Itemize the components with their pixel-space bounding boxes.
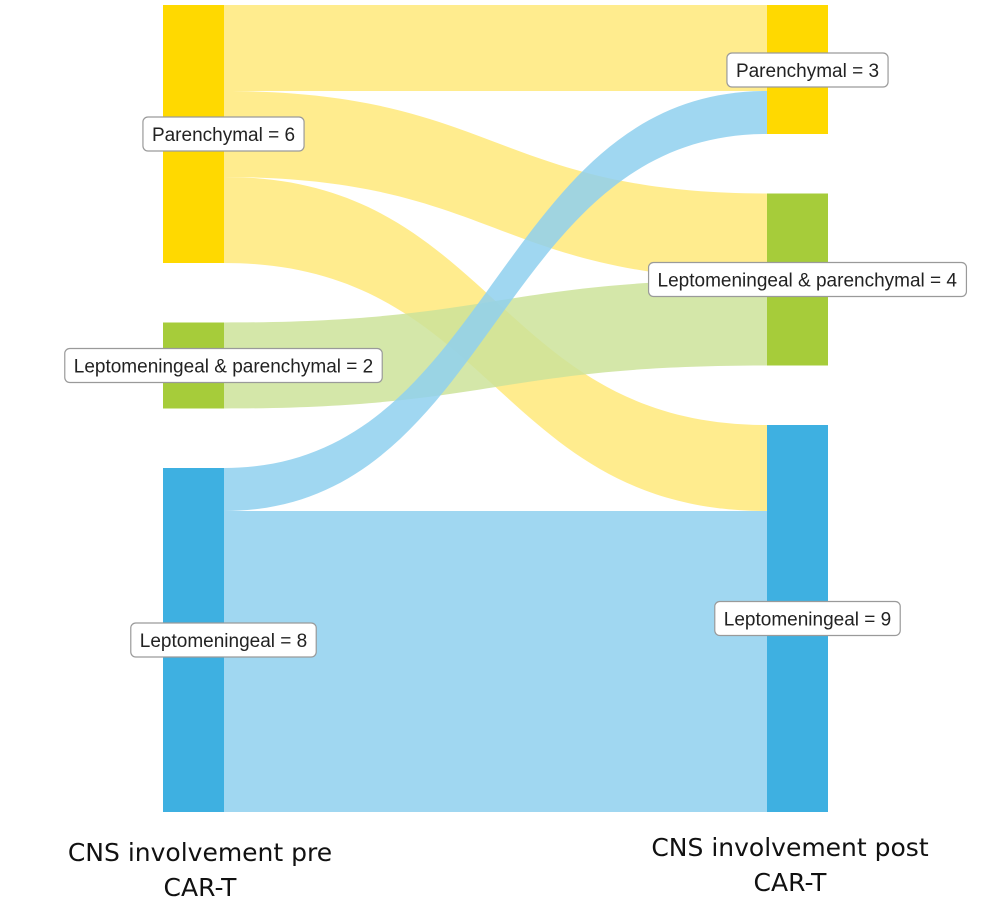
node-label-box-pre_par (142, 116, 305, 152)
node-label-box-pre_lep (130, 622, 317, 658)
stage-caption-pre-line1: CNS involvement pre (67, 838, 333, 867)
stage-caption-post: CNS involvement post CAR-T (610, 830, 970, 900)
node-label-text-post_lep: Leptomeningeal = 9 (724, 610, 891, 631)
node-label-box-post_lep (714, 600, 901, 637)
node-label-text-pre_lep: Leptomeningeal = 8 (140, 631, 307, 652)
node-label-pre_par: Parenchymal = 6 (142, 116, 305, 152)
flow-link-pre_lep-to-post_lep (224, 511, 767, 812)
node-label-text-post_lp: Leptomeningeal & parenchymal = 4 (658, 271, 958, 292)
node-label-text-pre_lp: Leptomeningeal & parenchymal = 2 (74, 357, 373, 378)
stage-caption-post-line1: CNS involvement post (651, 833, 929, 862)
flow-link-pre_par-to-post_lp (224, 91, 767, 280)
stage-caption-pre-line2: CAR-T (163, 873, 237, 902)
node-label-box-post_lp (647, 261, 968, 298)
labels-layer: Parenchymal = 6 Leptomeningeal & parenchy… (64, 52, 968, 658)
node-label-text-post_par: Parenchymal = 3 (736, 61, 879, 82)
flow-link-pre_lep-to-post_par (224, 91, 767, 511)
links-layer (224, 5, 767, 812)
node-label-pre_lp: Leptomeningeal & parenchymal = 2 (64, 347, 383, 384)
node-label-box-post_par (726, 52, 889, 88)
node-label-post_lep: Leptomeningeal = 9 (714, 600, 901, 637)
node-label-post_lp: Leptomeningeal & parenchymal = 4 (647, 261, 968, 298)
node-label-post_par: Parenchymal = 3 (726, 52, 889, 88)
node-label-text-pre_par: Parenchymal = 6 (152, 125, 295, 146)
stage-caption-post-line2: CAR-T (753, 868, 827, 897)
node-label-pre_lep: Leptomeningeal = 8 (130, 622, 317, 658)
node-label-box-pre_lp (64, 347, 383, 384)
stage-caption-pre: CNS involvement pre CAR-T (20, 835, 380, 905)
flow-link-pre_par-to-post_par (224, 5, 767, 91)
